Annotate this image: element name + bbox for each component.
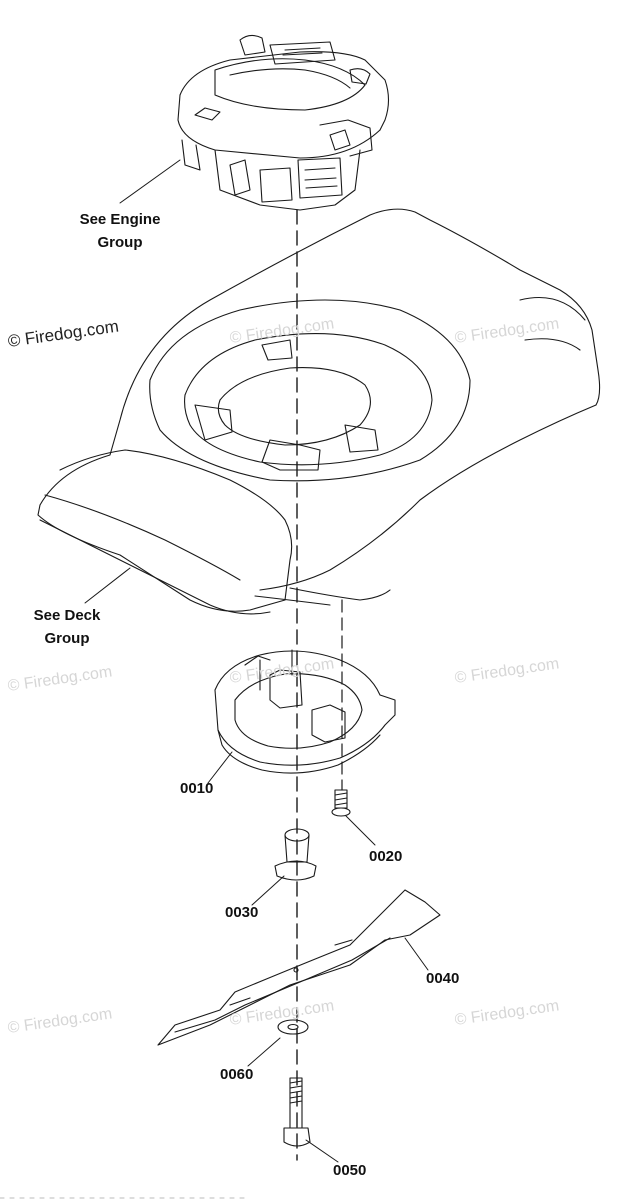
part-number-0040: 0040 xyxy=(426,970,460,987)
hub-0030-illustration xyxy=(274,828,317,881)
deck-callout-line2: Group xyxy=(44,630,90,647)
mower-deck-illustration xyxy=(37,208,601,615)
engine-illustration xyxy=(177,34,390,211)
screw-0020-illustration xyxy=(331,789,351,817)
part-number-0010: 0010 xyxy=(180,780,214,797)
engine-callout-line1: See Engine xyxy=(79,211,161,228)
blade-adapter-illustration xyxy=(214,649,396,774)
engine-group-callout: See Engine Group xyxy=(70,208,170,254)
part-number-0030: 0030 xyxy=(225,904,259,921)
blade-0040-illustration xyxy=(157,889,441,1046)
deck-callout-line1: See Deck xyxy=(33,607,101,624)
deck-group-callout: See Deck Group xyxy=(22,604,112,650)
part-number-0050: 0050 xyxy=(333,1162,367,1179)
washer-0060-illustration xyxy=(277,1019,309,1035)
part-number-0060: 0060 xyxy=(220,1066,254,1083)
part-number-0020: 0020 xyxy=(369,848,403,865)
bolt-0050-illustration xyxy=(283,1077,311,1147)
engine-callout-line2: Group xyxy=(97,234,143,251)
